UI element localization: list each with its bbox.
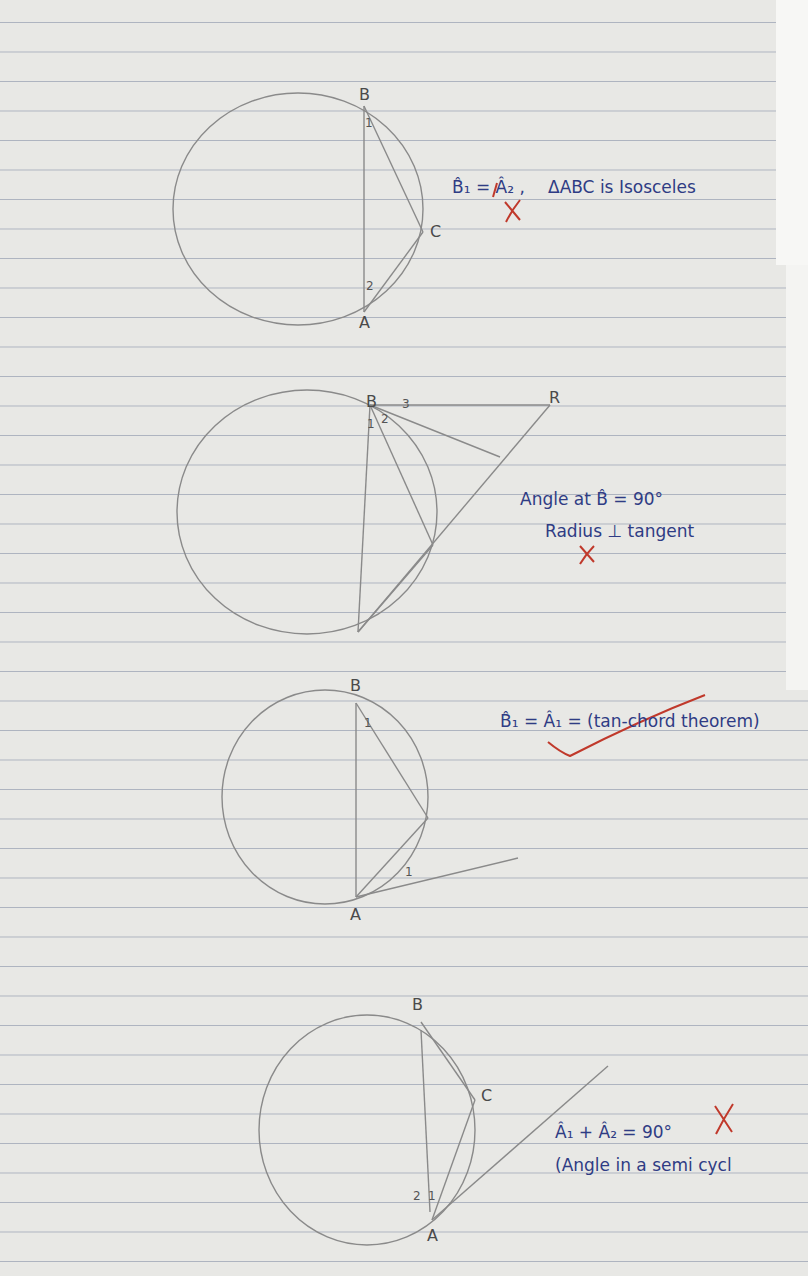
angle-number: 2 [366, 280, 374, 294]
paper-edge [786, 265, 808, 690]
point-label: A [350, 906, 361, 924]
figure-2 [177, 390, 550, 634]
handwritten-note: B̂₁ = Â₂ , [452, 178, 525, 198]
angle-number: 1 [365, 117, 373, 131]
red-cross [580, 546, 594, 564]
point-label: B [350, 677, 361, 695]
point-label: C [481, 1087, 492, 1105]
point-label: B [359, 86, 370, 104]
angle-number: 2 [381, 413, 389, 427]
point-label: B [366, 393, 377, 411]
figure-3 [222, 690, 518, 904]
angle-number: 1 [405, 866, 413, 880]
red-cross [715, 1104, 733, 1134]
angle-number: 3 [402, 398, 410, 412]
point-label: A [427, 1227, 438, 1245]
point-label: R [549, 389, 560, 407]
handwritten-note: Â₁ + Â₂ = 90° [555, 1123, 672, 1143]
point-label: B [412, 996, 423, 1014]
angle-number: 1 [367, 418, 375, 432]
handwritten-note: (Angle in a semi cycl [555, 1156, 732, 1176]
handwritten-note: B̂₁ = Â₁ = (tan-chord theorem) [500, 712, 760, 732]
handwritten-note: ΔABC is Isosceles [548, 178, 696, 198]
point-label: A [359, 314, 370, 332]
paper-edge [776, 0, 808, 265]
angle-number: 1 [364, 717, 372, 731]
angle-number: 1 [428, 1190, 436, 1204]
figure-1 [173, 93, 423, 325]
handwritten-note: Angle at B̂ = 90° [520, 490, 663, 510]
handwritten-note: Radius ⊥ tangent [545, 522, 694, 542]
angle-number: 2 [413, 1190, 421, 1204]
point-label: C [430, 223, 441, 241]
